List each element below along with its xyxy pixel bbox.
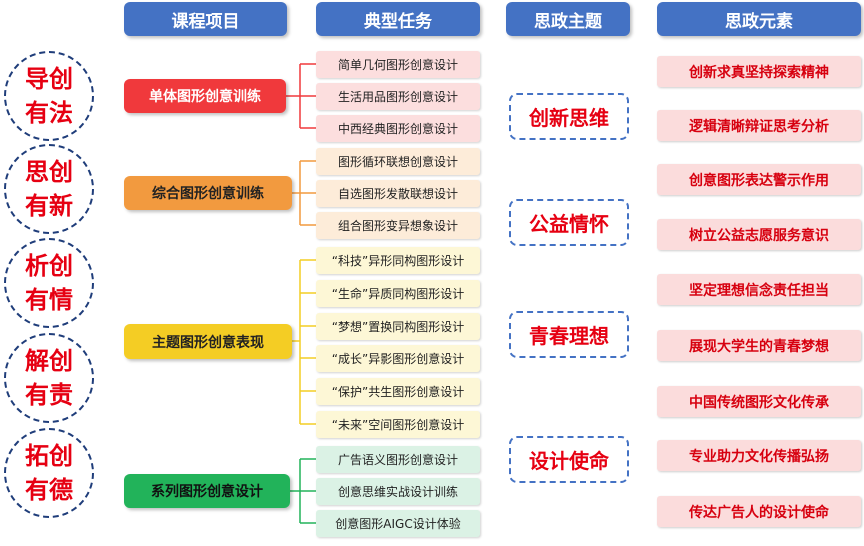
task-item: “保护”共生图形创意设计 — [316, 378, 480, 405]
task-item: “梦想”置换同构图形设计 — [316, 313, 480, 340]
element-item: 传达广告人的设计使命 — [657, 496, 861, 527]
circle-line2: 有责 — [25, 380, 73, 409]
theme-design-mission: 设计使命 — [509, 436, 629, 483]
circle-line2: 有法 — [25, 98, 73, 127]
circle-solve-innovation: 解创 有责 — [4, 333, 94, 423]
element-item: 坚定理想信念责任担当 — [657, 274, 861, 305]
circle-line1: 拓创 — [25, 441, 73, 470]
element-item: 创新求真坚持探索精神 — [657, 56, 861, 87]
circle-expand-innovation: 拓创 有德 — [4, 428, 94, 518]
task-item: 创意思维实战设计训练 — [316, 478, 480, 505]
task-item: 中西经典图形创意设计 — [316, 115, 480, 142]
circle-line1: 导创 — [25, 64, 73, 93]
task-item: 自选图形发散联想设计 — [316, 180, 480, 207]
task-item: “科技”异形同构图形设计 — [316, 247, 480, 274]
task-item: 广告语义图形创意设计 — [316, 446, 480, 473]
circle-line1: 思创 — [25, 157, 73, 186]
circle-guide-innovation: 导创 有法 — [4, 51, 94, 141]
header-theme: 思政主题 — [506, 2, 630, 36]
theme-public-welfare: 公益情怀 — [509, 199, 629, 246]
task-item: 图形循环联想创意设计 — [316, 148, 480, 175]
course-comprehensive-graphic: 综合图形创意训练 — [124, 176, 292, 210]
course-series-graphic: 系列图形创意设计 — [124, 474, 290, 508]
circle-line1: 解创 — [25, 346, 73, 375]
header-elements: 思政元素 — [657, 2, 861, 36]
task-item: “未来”空间图形创意设计 — [316, 411, 480, 438]
theme-innovative-thinking: 创新思维 — [509, 93, 629, 140]
element-item: 创意图形表达警示作用 — [657, 164, 861, 195]
task-item: 创意图形AIGC设计体验 — [316, 510, 480, 537]
task-item: “成长”异影图形创意设计 — [316, 345, 480, 372]
element-item: 专业助力文化传播弘扬 — [657, 440, 861, 471]
theme-youth-ideals: 青春理想 — [509, 311, 629, 358]
task-item: 简单几何图形创意设计 — [316, 51, 480, 78]
element-item: 展现大学生的青春梦想 — [657, 330, 861, 361]
element-item: 树立公益志愿服务意识 — [657, 219, 861, 250]
circle-line2: 有德 — [25, 475, 73, 504]
task-item: “生命”异质同构图形设计 — [316, 280, 480, 307]
element-item: 中国传统图形文化传承 — [657, 386, 861, 417]
header-course-project: 课程项目 — [124, 2, 287, 36]
circle-line2: 有新 — [25, 191, 73, 220]
header-typical-tasks: 典型任务 — [316, 2, 480, 36]
course-theme-graphic: 主题图形创意表现 — [124, 324, 292, 359]
task-item: 组合图形变异想象设计 — [316, 212, 480, 239]
circle-think-innovation: 思创 有新 — [4, 144, 94, 234]
circle-analyze-innovation: 析创 有情 — [4, 238, 94, 328]
task-item: 生活用品图形创意设计 — [316, 83, 480, 110]
course-single-graphic: 单体图形创意训练 — [124, 79, 286, 113]
circle-line1: 析创 — [25, 251, 73, 280]
circle-line2: 有情 — [25, 285, 73, 314]
element-item: 逻辑清晰辩证思考分析 — [657, 110, 861, 141]
